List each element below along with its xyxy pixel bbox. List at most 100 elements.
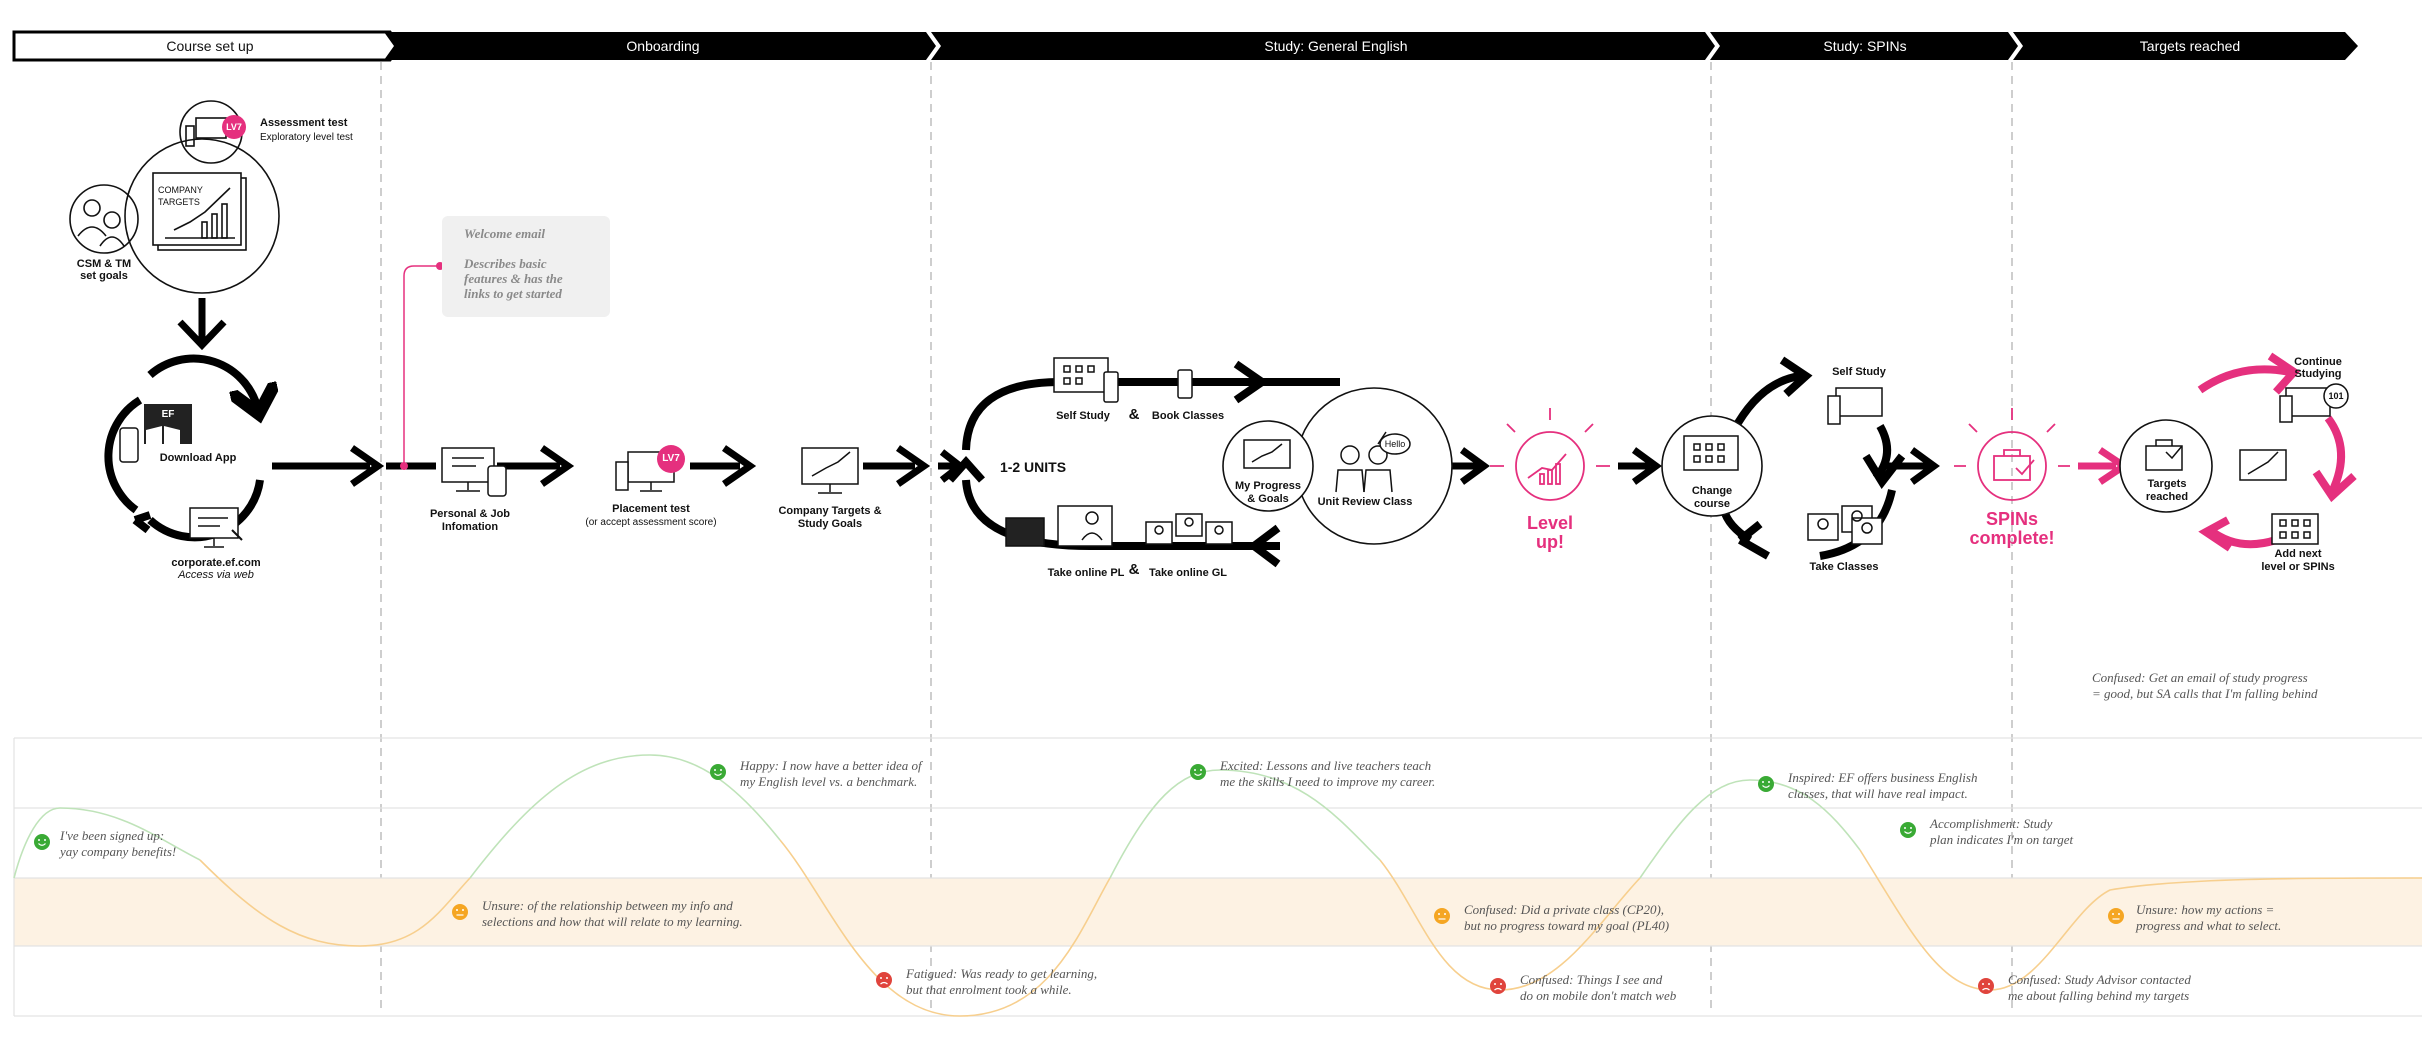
level-up-line2: up! [1536, 532, 1564, 552]
emotion-label-line1: Unsure: how my actions = [2136, 902, 2275, 917]
ge-take-pl: Take online PL [1047, 567, 1125, 579]
spins-devices [1683, 387, 1883, 545]
level-up-line1: Level [1526, 513, 1574, 533]
spins-self-study: Self Study [1832, 366, 1886, 378]
phase-label-onboarding: Onboarding [626, 38, 700, 54]
setup-level-badge: LV7 [226, 122, 242, 132]
spins-change-2: course [1693, 498, 1731, 510]
emotion-grid [13, 737, 2422, 1017]
emotion-happy-icon [1190, 764, 1206, 780]
emotion-label-line2: but that enrolment took a while. [906, 982, 1072, 997]
confused-note-line1: Confused: Get an email of study progress [2092, 670, 2308, 685]
phase-label-setup: Course set up [166, 38, 254, 54]
welcome-connector [403, 265, 440, 466]
emotion-label-line2: progress and what to select. [2136, 918, 2282, 933]
emotion-label-line1: Confused: Things I see and [1520, 972, 1663, 987]
welcome-title: Welcome email [464, 226, 545, 241]
company-goals-line1: Company Targets & [778, 505, 882, 517]
phase-dividers [380, 62, 2013, 1014]
spins-complete-icon [1954, 408, 2070, 501]
emotion-label-line2: plan indicates I'm on target [1930, 832, 2074, 847]
emotion-sad-icon [876, 972, 892, 988]
ge-units: 1-2 UNITS [999, 459, 1067, 475]
ge-hello-bubble: Hello [1384, 439, 1406, 449]
emotion-label-line1: Happy: I now have a better idea of [740, 758, 922, 773]
corporate-url: corporate.ef.com [171, 557, 261, 569]
emotion-label-line1: Confused: Study Advisor contacted [2008, 972, 2191, 987]
welcome-email-card: Welcome email Describes basic features &… [442, 216, 610, 317]
emotion-label-line1: Excited: Lessons and live teachers teach [1220, 758, 1432, 773]
targets-reached-2: reached [2145, 491, 2189, 503]
emotion-label-line2: classes, that will have real impact. [1788, 786, 1968, 801]
setup-illustration [69, 100, 280, 294]
emotion-label-line1: Confused: Did a private class (CP20), [1464, 902, 1665, 917]
phase-label-general-english: Study: General English [1264, 38, 1408, 54]
level-up-icon [1490, 408, 1610, 501]
ge-self-study: Self Study [1056, 410, 1110, 422]
emotion-happy-icon [34, 834, 50, 850]
connector-dot-low [400, 462, 408, 470]
emotion-sad-icon [1490, 978, 1506, 994]
csm-label-line1: CSM & TM [76, 258, 132, 270]
welcome-body-2: features & has the [464, 271, 563, 286]
targets-badge: 101 [2328, 391, 2344, 401]
emotion-label-line1: Inspired: EF offers business English [1788, 770, 1978, 785]
emotion-neutral-icon [1434, 908, 1450, 924]
emotion-label-line2: but no progress toward my goal (PL40) [1464, 918, 1670, 933]
confused-note-line2: = good, but SA calls that I'm falling be… [2092, 686, 2318, 701]
emotion-neutral-icon [452, 904, 468, 920]
emotion-label-line1: Accomplishment: Study [1930, 816, 2053, 831]
targets-add-2: level or SPINs [2261, 561, 2335, 573]
ge-amp-bottom: & [1128, 561, 1140, 578]
personal-info-line2: Infomation [441, 521, 499, 533]
targets-add-1: Add next [2274, 548, 2322, 560]
spins-take-classes: Take Classes [1809, 561, 1879, 573]
targets-continue-1: Continue [2294, 356, 2342, 368]
spins-complete-1: SPINs [1985, 509, 2039, 529]
ge-book-classes: Book Classes [1151, 410, 1225, 422]
emotion-label-line2: me the skills I need to improve my caree… [1220, 774, 1436, 789]
setup-down-arrow [177, 298, 227, 351]
placement-test-label: Placement test [612, 503, 690, 515]
company-targets-line2: TARGETS [158, 197, 200, 207]
unit-review-circle [1295, 387, 1453, 545]
welcome-body-3: links to get started [464, 286, 562, 301]
emotion-label-line1: I've been signed up: [60, 828, 165, 843]
targets-loop [2197, 352, 2357, 552]
phase-label-targets: Targets reached [2139, 38, 2241, 54]
welcome-body-1: Describes basic [464, 256, 547, 271]
emotion-happy-icon [1758, 776, 1774, 792]
placement-test-sub: (or accept assessment score) [585, 517, 717, 528]
placement-badge-text: LV7 [662, 453, 680, 464]
emotion-label-line1: Fatigued: Was ready to get learning, [906, 966, 1098, 981]
phase-targets [2013, 32, 2358, 60]
emotion-label-line2: me about falling behind my targets [2008, 988, 2190, 1003]
emotion-neutral-icon [2108, 908, 2124, 924]
assessment-subtitle: Exploratory level test [260, 132, 353, 143]
targets-reached-1: Targets [2147, 478, 2187, 490]
download-app-label: Download App [159, 452, 237, 464]
emotion-label-line2: my English level vs. a benchmark. [740, 774, 918, 789]
spins-loop [1720, 356, 1906, 560]
emotion-label-line1: Unsure: of the relationship between my i… [482, 898, 733, 913]
phase-banner [12, 30, 2358, 62]
personal-info-device [441, 447, 507, 497]
targets-devices [2145, 383, 2349, 545]
ge-my-progress-1: My Progress [1234, 480, 1302, 492]
phase-label-spins: Study: SPINs [1823, 38, 1907, 54]
phase-general-english [931, 32, 1715, 60]
placement-badge-icon [657, 445, 685, 473]
emotion-markers [34, 764, 2124, 994]
pink-flow-arrow [2078, 447, 2131, 485]
assessment-title: Assessment test [260, 117, 348, 129]
phase-spins [1710, 32, 2018, 60]
emotion-label-line2: yay company benefits! [60, 844, 177, 859]
emotion-happy-icon [710, 764, 726, 780]
ge-my-progress-2: & Goals [1247, 493, 1289, 505]
phase-onboarding [384, 32, 936, 60]
emotion-label-line2: do on mobile don't match web [1520, 988, 1677, 1003]
web-monitor-icon [189, 507, 243, 548]
ef-logo: EF [161, 409, 175, 420]
